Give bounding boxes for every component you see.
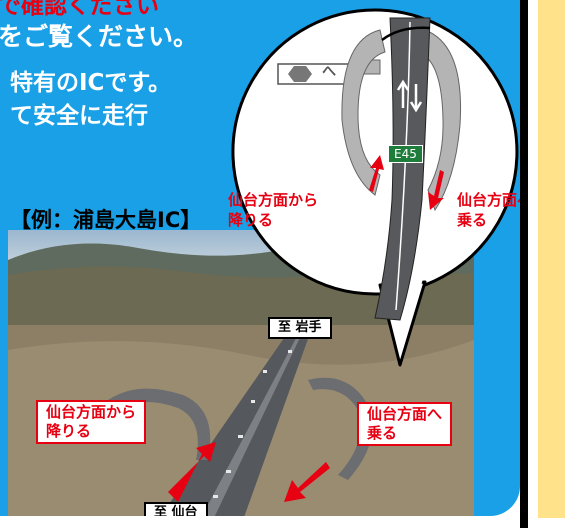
route-badge: E45 [388,145,423,163]
enter-callout: 仙台方面へ 乗る [357,402,453,446]
sign-glyph: へ [322,64,336,80]
header-line-4: て安全に走行 [10,103,148,129]
zoom-bubble [231,8,519,367]
exit-arrow [168,442,216,502]
lane-arrows-icon [396,79,423,113]
zoom-exit-label: 仙台方面から 降りる [228,191,319,229]
header-line-2: をご覧ください。 [0,22,199,51]
exit-callout: 仙台方面から 降りる [36,400,147,444]
divider-bar [520,0,528,528]
enter-arrow [284,462,330,502]
zoom-enter-label: 仙台方面へ 乗る [457,191,533,229]
zoom-enter-arrow-icon [428,170,444,210]
direction-sign-south: 至 仙台 [144,502,208,516]
sign-hexagon-icon [288,66,312,82]
side-yellow-panel [538,0,565,518]
direction-sign-north: 至 岩手 [268,317,332,339]
header-line-1: で確認ください [0,0,159,19]
zoom-exit-arrow-icon [369,155,384,192]
right-gap [528,0,538,528]
header-line-3: 特有のICです。 [10,70,172,96]
example-label: 【例：浦島大島IC】 [10,208,202,232]
